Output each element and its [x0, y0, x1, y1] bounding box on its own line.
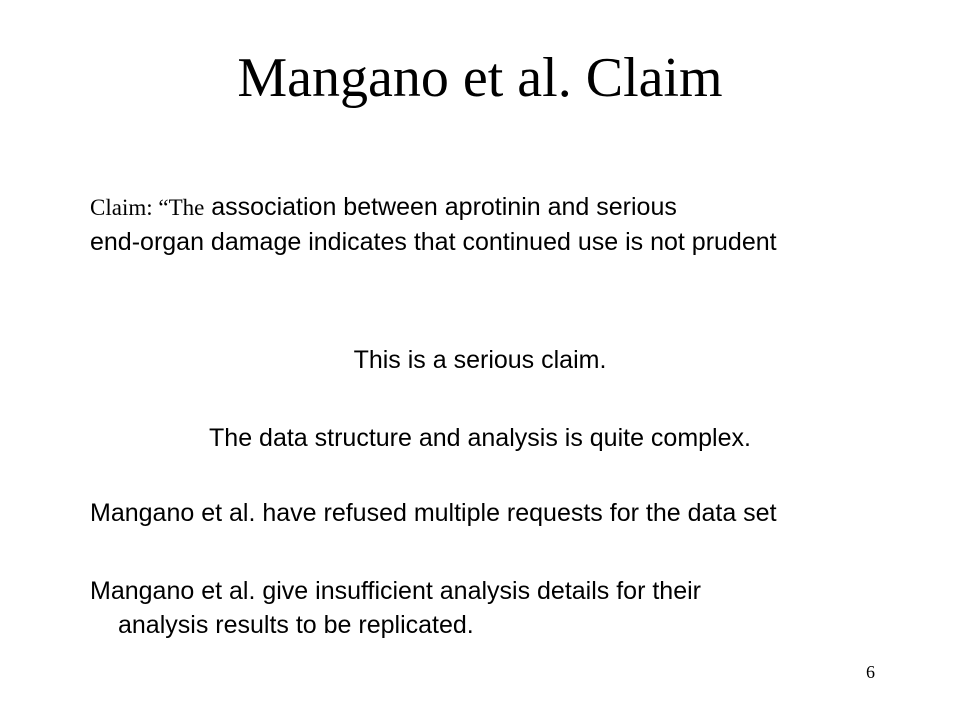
- statement-insufficient-line-1: Mangano et al. give insufficient analysi…: [90, 577, 701, 605]
- claim-quote: Claim: “The association between aprotini…: [90, 190, 960, 259]
- statement-insufficient-line-2: analysis results to be replicated.: [118, 611, 474, 639]
- statement-insufficient-details: Mangano et al. give insufficient analysi…: [90, 574, 701, 642]
- claim-text-1: association between aprotinin and seriou…: [204, 193, 677, 221]
- statement-complex-analysis: The data structure and analysis is quite…: [209, 424, 751, 452]
- claim-prefix: Claim: “The: [90, 195, 205, 220]
- claim-line-1: Claim: “The association between aprotini…: [90, 190, 960, 225]
- statement-refused-requests: Mangano et al. have refused multiple req…: [90, 499, 777, 527]
- claim-line-2: end-organ damage indicates that continue…: [90, 228, 777, 256]
- slide-title: Mangano et al. Claim: [237, 47, 723, 109]
- statement-serious-claim: This is a serious claim.: [353, 346, 607, 374]
- page-number: 6: [866, 662, 875, 682]
